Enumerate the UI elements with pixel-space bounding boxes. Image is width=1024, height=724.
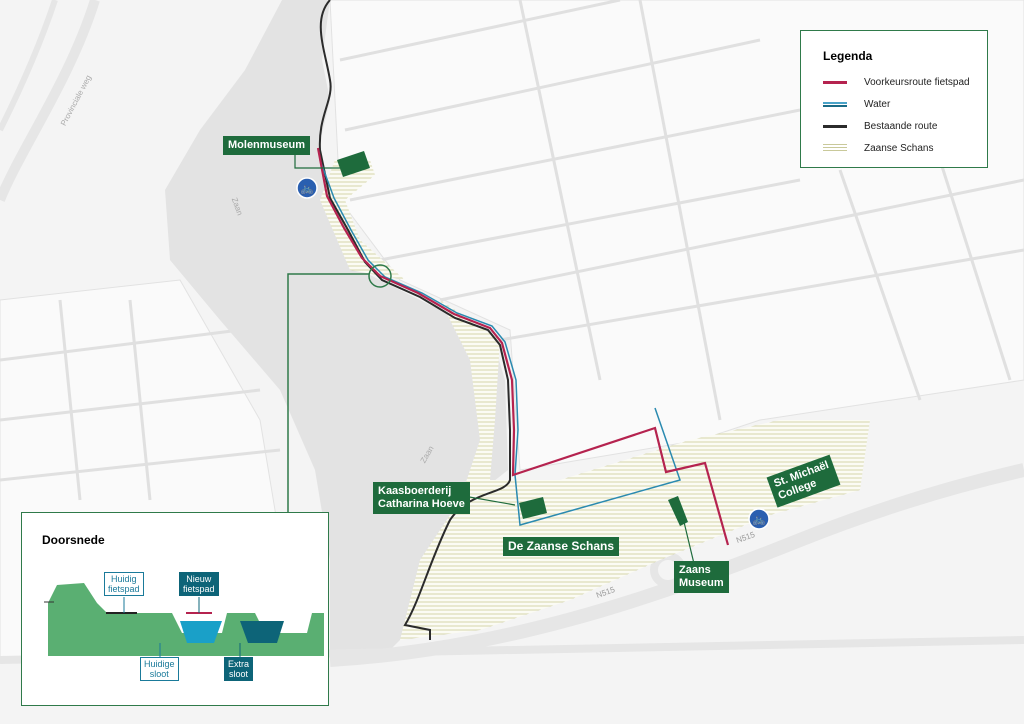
legend-label: Water <box>864 99 891 110</box>
legend-title: Legenda <box>823 49 873 63</box>
bicycle-icon: 🚲 <box>296 177 318 199</box>
legend-label: Voorkeursroute fietspad <box>864 77 970 88</box>
cross-section-marker[interactable] <box>368 264 392 288</box>
label-zaanse-schans[interactable]: De Zaanse Schans <box>503 537 620 556</box>
label-molenmuseum[interactable]: Molenmuseum <box>223 136 311 155</box>
tag-huidige-sloot: Huidige sloot <box>140 657 179 681</box>
existing-route <box>318 0 511 640</box>
label-kaasboerderij[interactable]: Kaasboerderij Catharina Hoeve <box>373 482 470 514</box>
poi-buildings <box>337 151 688 526</box>
water-route <box>319 159 681 526</box>
tag-huidig-fietspad: Huidig fietspad <box>104 572 144 596</box>
legend-label: Zaanse Schans <box>864 143 934 154</box>
legend-label: Bestaande route <box>864 121 938 132</box>
existing-swatch <box>823 124 847 128</box>
legend-item-zaanse-schans: Zaanse Schans <box>823 143 934 154</box>
label-zaans-museum[interactable]: Zaans Museum <box>674 561 729 593</box>
svg-text:🚲: 🚲 <box>300 183 314 195</box>
hatch-swatch <box>823 143 847 153</box>
cross-section-diagram <box>44 583 324 657</box>
svg-text:🚲: 🚲 <box>752 514 766 526</box>
route-swatch <box>823 80 847 84</box>
legend-item-existing: Bestaande route <box>823 121 937 132</box>
cross-section-leader <box>287 273 369 512</box>
preferred-route <box>316 147 730 546</box>
cross-section-title: Doorsnede <box>42 533 105 547</box>
legend: Legenda Voorkeursroute fietspad Water Be… <box>800 30 988 168</box>
bicycle-icon: 🚲 <box>748 508 770 530</box>
tag-extra-sloot: Extra sloot <box>224 657 254 681</box>
water-swatch <box>823 101 847 107</box>
legend-item-water: Water <box>823 99 890 110</box>
tag-nieuw-fietspad: Nieuw fietspad <box>179 572 219 596</box>
legend-item-route: Voorkeursroute fietspad <box>823 77 970 88</box>
field-lines <box>0 0 1024 501</box>
cross-section-inset: Doorsnede Huidig fietspad Nieuw fietspad… <box>21 512 329 706</box>
